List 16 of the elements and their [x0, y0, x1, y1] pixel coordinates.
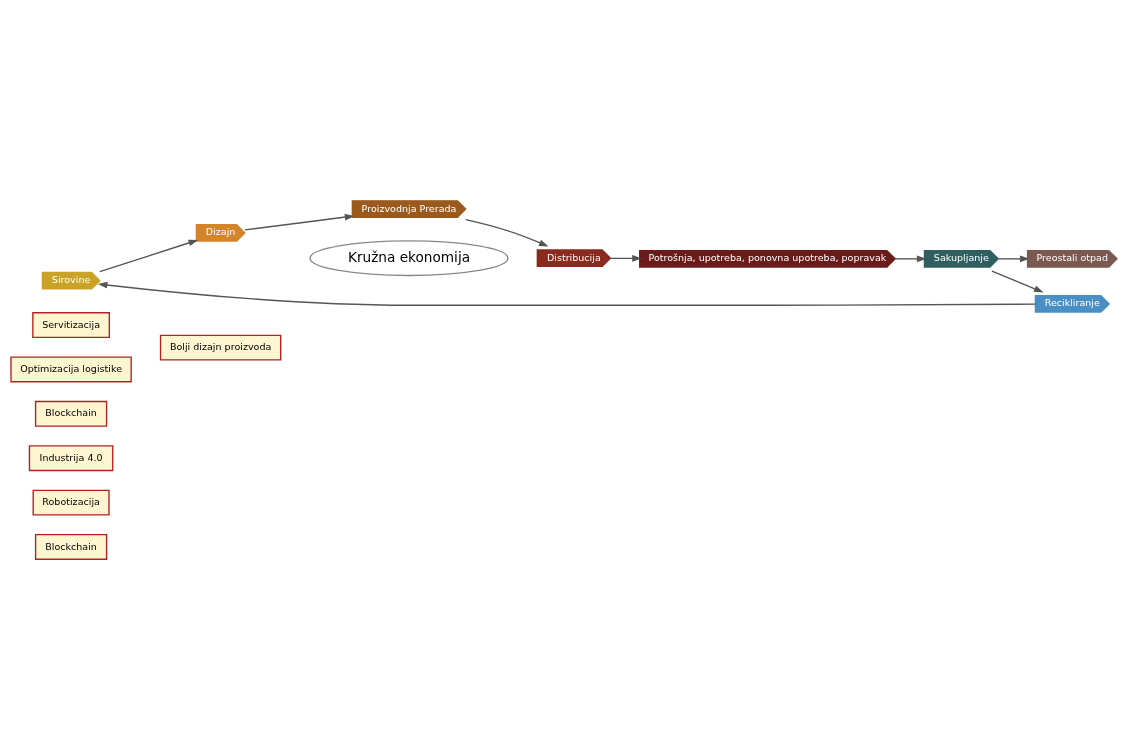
- arrow: [465, 219, 549, 247]
- arrow: [244, 213, 355, 231]
- node-box: Optimizacija logistike: [10, 356, 132, 383]
- arrow: [97, 281, 1037, 306]
- node-box: Blockchain: [34, 534, 108, 560]
- arrow: [997, 255, 1030, 263]
- node-box: Industrija 4.0: [28, 445, 114, 472]
- arrow: [991, 270, 1044, 293]
- node-ellipse: Kružna ekonomija: [309, 240, 509, 277]
- arrow: [894, 255, 927, 263]
- node-box: Servitizacija: [32, 312, 110, 339]
- node-box: Blockchain: [34, 400, 108, 427]
- node-box: Robotizacija: [32, 489, 110, 516]
- node-box: Bolji dizajn proizvoda: [159, 334, 282, 361]
- arrow: [99, 239, 199, 273]
- arrow: [609, 255, 642, 262]
